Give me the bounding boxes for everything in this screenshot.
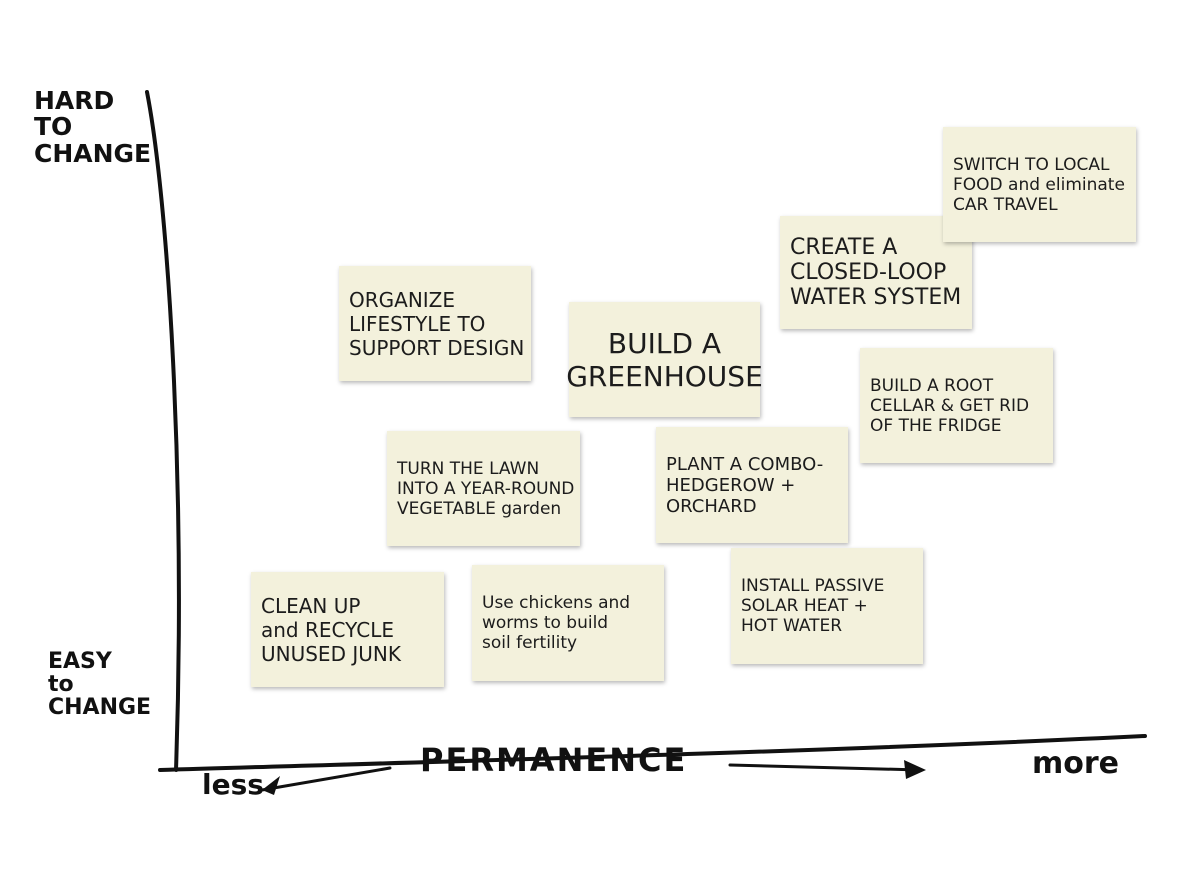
x-axis-title: PERMANENCE	[420, 741, 688, 779]
note-organize: ORGANIZE LIFESTYLE TO SUPPORT DESIGN	[339, 266, 531, 381]
x-axis-line	[158, 734, 1147, 772]
y-top-line-1: HARD	[34, 86, 115, 115]
note-line: UNUSED JUNK	[261, 641, 401, 666]
note-hedgerow: PLANT A COMBO- HEDGEROW + ORCHARD	[656, 427, 848, 543]
note-greenhouse: BUILD A GREENHOUSE	[566, 302, 763, 417]
note-clean-up: CLEAN UP and RECYCLE UNUSED JUNK	[251, 572, 444, 687]
note-line: HOT WATER	[741, 616, 843, 636]
y-top-line-2: TO	[34, 112, 73, 142]
note-line: VEGETABLE garden	[397, 498, 562, 519]
y-axis-top-label: HARD TO CHANGE	[34, 86, 164, 168]
note-line: BUILD A ROOT	[870, 375, 994, 396]
note-chickens: Use chickens and worms to build soil fer…	[472, 565, 664, 681]
y-axis-bottom-label: EASY to CHANGE	[48, 650, 178, 719]
y-axis-line	[145, 90, 181, 772]
note-line: ORGANIZE	[349, 287, 456, 312]
note-line: soil fertility	[482, 633, 578, 653]
note-line: TURN THE LAWN	[397, 458, 540, 479]
note-closed-loop: CREATE A CLOSED-LOOP WATER SYSTEM	[780, 216, 972, 329]
note-line: ORCHARD	[666, 495, 757, 517]
x-axis-more-label: more	[1032, 746, 1120, 781]
arrow-right-head	[904, 760, 926, 779]
note-local-food: SWITCH TO LOCAL FOOD and eliminate CAR T…	[943, 127, 1136, 242]
y-bottom-line-1: EASY	[48, 649, 112, 674]
note-line: CELLAR & GET RID	[870, 395, 1030, 416]
note-line: SOLAR HEAT +	[741, 596, 868, 616]
y-bottom-line-2: to	[48, 672, 74, 698]
arrow-left-head	[262, 776, 280, 795]
note-line: HEDGEROW +	[666, 474, 796, 496]
note-line: FOOD and eliminate	[953, 174, 1125, 195]
note-line: INTO A YEAR-ROUND	[397, 478, 575, 499]
note-root-cellar: BUILD A ROOT CELLAR & GET RID OF THE FRI…	[860, 348, 1053, 463]
arrow-right-line	[728, 763, 922, 772]
arrow-left-line	[260, 766, 392, 792]
note-lawn: TURN THE LAWN INTO A YEAR-ROUND VEGETABL…	[387, 431, 580, 546]
note-line: Use chickens and	[482, 593, 631, 613]
note-line: GREENHOUSE	[566, 359, 763, 393]
y-bottom-line-3: CHANGE	[48, 695, 152, 721]
x-axis-less-label: less	[202, 768, 264, 801]
y-top-line-3: CHANGE	[34, 138, 152, 168]
note-line: BUILD A	[607, 326, 722, 360]
note-line: CREATE A	[790, 235, 898, 260]
note-solar: INSTALL PASSIVE SOLAR HEAT + HOT WATER	[731, 548, 923, 664]
note-line: SWITCH TO LOCAL	[953, 154, 1110, 175]
note-line: WATER SYSTEM	[790, 285, 962, 310]
note-line: CLOSED-LOOP	[790, 260, 947, 285]
note-line: SUPPORT DESIGN	[349, 335, 525, 360]
note-line: CAR TRAVEL	[953, 194, 1058, 215]
note-line: INSTALL PASSIVE	[741, 576, 885, 596]
note-line: OF THE FRIDGE	[870, 415, 1002, 436]
note-line: CLEAN UP	[261, 593, 361, 618]
note-line: LIFESTYLE TO	[349, 311, 486, 336]
note-line: and RECYCLE	[261, 617, 394, 642]
note-line: PLANT A COMBO-	[666, 453, 824, 475]
note-line: worms to build	[482, 613, 609, 633]
